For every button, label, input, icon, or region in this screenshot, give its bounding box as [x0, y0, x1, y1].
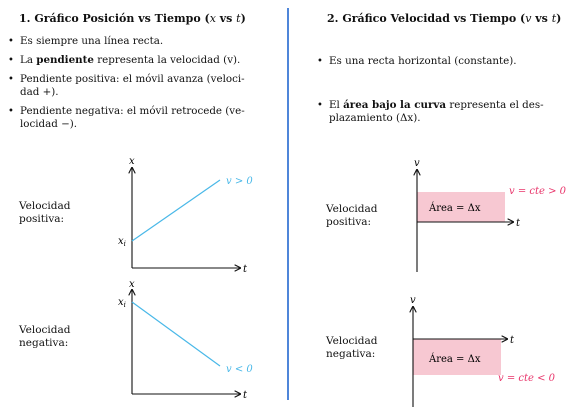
title-t: t	[551, 12, 557, 25]
position-graph-positive: x t xi v > 0	[118, 156, 253, 275]
label-line: positiva:	[19, 213, 65, 225]
bullet-text: Pendiente positiva: el móvil avanza (vel…	[20, 73, 245, 85]
axis-label-t: t	[243, 264, 248, 275]
bullet-item: El área bajo la curva representa el des-…	[317, 99, 579, 125]
bullet-item: Es una recta horizontal (constante).	[317, 55, 579, 68]
bullet-bold: pendiente	[36, 54, 94, 66]
title-vs: vs	[215, 12, 237, 25]
bullet-text: dad +).	[20, 86, 59, 98]
label-line: Velocidad	[19, 324, 71, 336]
title-text: 1. Gráfico Posición vs Tiempo (	[19, 12, 210, 25]
axis-label-t: t	[516, 218, 521, 229]
bullet-text: La	[20, 54, 37, 66]
xi-label: xi	[118, 236, 126, 248]
bullet-list: El área bajo la curva representa el des-…	[317, 99, 579, 131]
bullet-bold: área bajo la curva	[343, 99, 447, 111]
velocity-graph-positive: v t Área = Δx v = cte > 0	[401, 158, 567, 272]
area-under-curve	[417, 192, 505, 222]
graph-label-negative: Velocidad negativa:	[19, 324, 70, 350]
axis-label-t: t	[510, 335, 515, 346]
bullet-list: Es siempre una línea recta. La pendiente…	[8, 35, 276, 137]
bullet-text: locidad −).	[20, 118, 78, 130]
bullet-list: Es una recta horizontal (constante).	[317, 55, 579, 74]
position-line	[131, 179, 221, 242]
title-text: 2. Gráfico Velocidad vs Tiempo (	[327, 12, 526, 25]
label-line: Velocidad	[19, 200, 71, 212]
slope-annotation: v > 0	[226, 176, 253, 187]
title-close: )	[240, 12, 246, 25]
bullet-text: El	[329, 99, 344, 111]
bullet-item: Pendiente positiva: el móvil avanza (vel…	[8, 73, 276, 99]
velocity-annotation: v = cte < 0	[498, 373, 556, 384]
title-vs: vs	[531, 12, 552, 25]
xi-label: xi	[118, 297, 126, 309]
area-under-curve	[413, 339, 501, 375]
bullet-text: representa la velocidad (v).	[93, 54, 241, 66]
graph-label-positive: Velocidad positiva:	[19, 200, 70, 226]
bullet-text: Es siempre una línea recta.	[20, 35, 164, 47]
title-close: )	[556, 12, 562, 25]
position-graph-negative: x t xi v < 0	[118, 279, 253, 401]
section-title: 2. Gráfico Velocidad vs Tiempo (v vs t)	[327, 12, 561, 25]
bullet-item: Pendiente negativa: el móvil retrocede (…	[8, 105, 276, 131]
column-divider	[287, 8, 289, 400]
axis-label-x: x	[129, 279, 135, 290]
label-line: negativa:	[19, 337, 69, 349]
position-line	[131, 301, 221, 367]
label-line: positiva:	[326, 216, 372, 228]
section-title: 1. Gráfico Posición vs Tiempo (x vs t)	[19, 12, 246, 25]
bullet-text: Pendiente negativa: el móvil retrocede (…	[20, 105, 245, 117]
bullet-text: Es una recta horizontal (constante).	[329, 55, 517, 67]
bullet-text: plazamiento (Δx).	[329, 112, 421, 124]
label-line: Velocidad	[326, 335, 378, 347]
graph-label-positive: Velocidad positiva:	[326, 203, 377, 229]
graph-label-negative: Velocidad negativa:	[326, 335, 377, 361]
axis-label-v: v	[410, 295, 416, 306]
title-t: t	[236, 12, 241, 25]
area-label: Área = Δx	[428, 202, 481, 214]
area-label: Área = Δx	[428, 353, 481, 365]
axis-label-v: v	[414, 158, 420, 169]
title-v: v	[525, 12, 532, 25]
axis-label-x: x	[129, 156, 135, 167]
velocity-annotation: v = cte > 0	[509, 186, 567, 197]
label-line: negativa:	[326, 348, 376, 360]
velocity-graph-negative: v t Área = Δx v = cte < 0	[401, 295, 556, 407]
title-x: x	[209, 12, 216, 25]
label-line: Velocidad	[326, 203, 378, 215]
slope-annotation: v < 0	[226, 364, 253, 375]
bullet-item: La pendiente representa la velocidad (v)…	[8, 54, 276, 67]
bullet-item: Es siempre una línea recta.	[8, 35, 276, 48]
axis-label-t: t	[243, 390, 248, 401]
bullet-text: representa el des-	[446, 99, 544, 111]
